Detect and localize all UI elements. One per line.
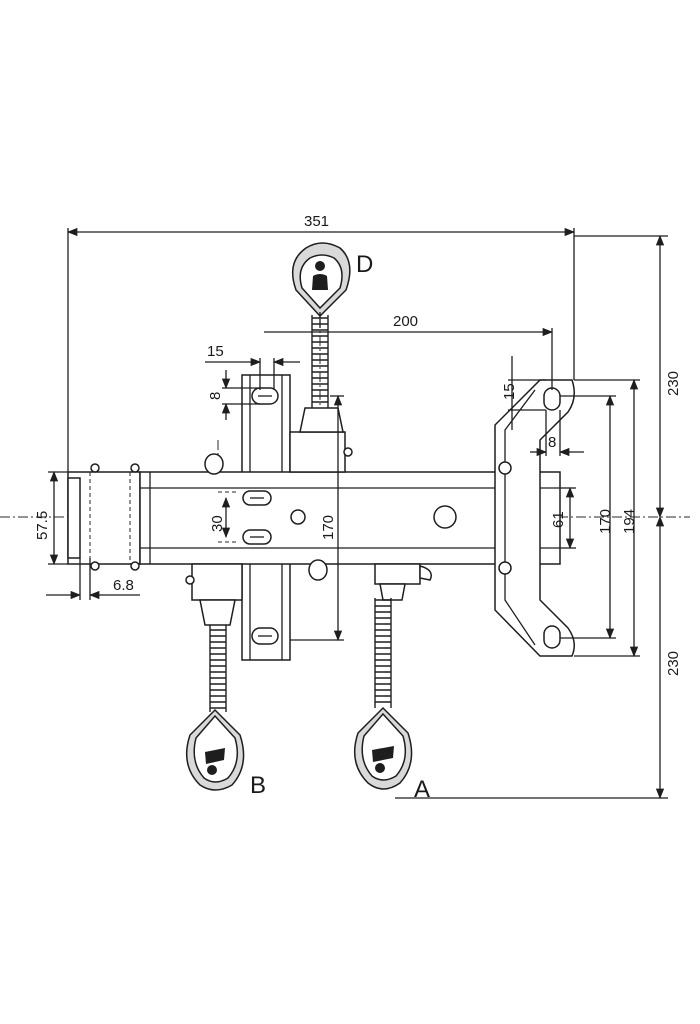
dim-tube-height: 61 — [550, 486, 576, 550]
dim-slot-spacing: 30 — [209, 496, 231, 539]
dim-bracket-outer: 194 — [574, 378, 640, 658]
dim-slot-width-left-value: 15 — [207, 343, 224, 360]
spring-a — [374, 598, 392, 708]
dim-slot-spacing-value: 30 — [209, 515, 226, 532]
dim-slot-height-right: 8 — [530, 410, 584, 457]
dim-lever-spacing: 200 — [264, 312, 554, 390]
lever-label-b: B — [250, 772, 266, 799]
dim-slot-width-left: 15 — [205, 343, 300, 390]
dim-slot-width-right-value: 15 — [501, 383, 518, 400]
dim-overall-width: 351 — [66, 213, 576, 472]
dim-overall-width-value: 351 — [304, 213, 329, 230]
dim-bracket-outer-value: 194 — [621, 509, 638, 534]
main-tube — [139, 453, 561, 581]
dim-end-cap-height-value: 57.5 — [34, 511, 51, 540]
dim-slot-height-left: 8 — [207, 370, 260, 420]
lever-knob-d[interactable] — [291, 242, 351, 318]
end-cap — [67, 463, 141, 571]
dim-bracket-height-value: 170 — [597, 509, 614, 534]
dim-center-height: 170 — [290, 394, 344, 642]
dim-height-lower-value: 230 — [665, 651, 682, 676]
dim-center-height-value: 170 — [320, 515, 337, 540]
lever-label-a: A — [414, 776, 430, 803]
housing-a — [374, 563, 432, 601]
dim-end-cap-offset: 6.8 — [46, 558, 140, 600]
dim-slot-height-left-value: 8 — [207, 392, 224, 400]
dim-height-upper-value: 230 — [665, 371, 682, 396]
dim-bracket-height: 170 — [560, 394, 616, 640]
lever-knob-a[interactable] — [353, 706, 413, 790]
dim-height-upper: 230 — [574, 234, 682, 519]
lever-knob-b[interactable] — [185, 708, 245, 791]
dim-slot-width-right: 15 — [501, 356, 546, 430]
housing-b — [185, 563, 243, 626]
dim-tube-height-value: 61 — [550, 511, 567, 528]
spring-b — [209, 625, 227, 712]
dim-height-lower: 230 — [395, 515, 682, 800]
dim-end-cap-height: 57.5 — [34, 470, 68, 566]
dim-end-cap-offset-value: 6.8 — [113, 577, 134, 594]
housing-d — [289, 407, 353, 473]
lever-label-d: D — [356, 251, 373, 278]
dim-slot-height-right-value: 8 — [548, 434, 556, 451]
dim-lever-spacing-value: 200 — [393, 313, 418, 330]
